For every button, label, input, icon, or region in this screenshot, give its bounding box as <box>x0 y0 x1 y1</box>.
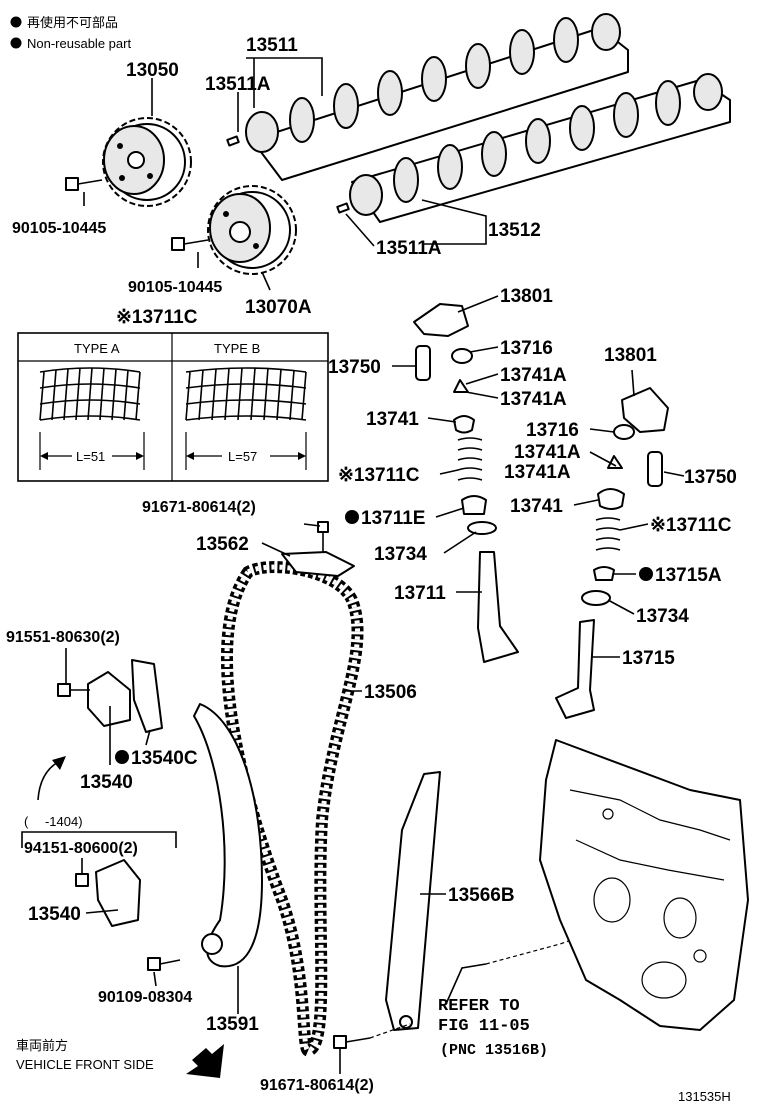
label-bracket-note: ( -1404) <box>24 814 83 829</box>
label-13070a: 13070A <box>245 297 312 318</box>
label-90105-b: 90105-10445 <box>128 279 222 296</box>
label-91671-top: 91671-80614(2) <box>142 499 256 516</box>
label-13741a-right-2: 13741A <box>504 462 571 483</box>
label-13511a-top: 13511A <box>205 74 271 95</box>
label-13540-a: 13540 <box>80 772 133 793</box>
vehicle-front-en: VEHICLE FRONT SIDE <box>16 1057 154 1072</box>
valve-train-left <box>413 303 519 663</box>
label-13562: 13562 <box>196 534 249 555</box>
label-94151: 94151-80600(2) <box>24 840 138 857</box>
legend: 再使用不可部品 Non-reusable part <box>10 15 131 51</box>
refer-line-3: (PNC 13516B) <box>440 1042 548 1059</box>
label-13741-right: 13741 <box>510 496 563 517</box>
label-13750-right: 13750 <box>684 467 737 488</box>
label-13741a-left-1: 13741A <box>500 365 567 386</box>
camshaft-pins <box>226 135 350 214</box>
label-91551: 91551-80630(2) <box>6 629 120 646</box>
bolt-90105-a-icon <box>65 177 103 191</box>
chain-tensioner-alt <box>75 859 141 927</box>
non-reusable-bullet-icon <box>115 750 129 764</box>
label-type-b: TYPE B <box>214 341 260 356</box>
spring-type-table <box>17 332 329 482</box>
label-13801-left: 13801 <box>500 286 553 307</box>
chain-vibration-damper <box>385 771 441 1031</box>
oil-pipe <box>369 929 601 1039</box>
legend-jp: 再使用不可部品 <box>27 15 118 30</box>
vehicle-front-arrow-icon <box>186 1044 224 1078</box>
label-13711: 13711 <box>394 583 446 604</box>
part-labels: 13511 13511A 13050 90105-10445 90105-104… <box>6 35 737 1104</box>
leader-lines-top <box>83 57 487 291</box>
camshaft-lower <box>349 73 731 223</box>
leader-lines-lower <box>21 523 446 1074</box>
label-13711c-right: ※13711C <box>650 515 732 536</box>
bolts-misc-icon <box>147 521 371 1049</box>
non-reusable-bullet-icon <box>10 37 22 49</box>
label-13716-left: 13716 <box>500 338 553 359</box>
label-13715a: 13715A <box>655 565 722 586</box>
leader-lines-valves <box>392 295 685 658</box>
cam-timing-gear-exhaust <box>207 185 297 275</box>
bolt-90105-b-icon <box>171 237 209 251</box>
spring-type-b-icon <box>185 367 307 470</box>
non-reusable-bullet-icon <box>639 567 653 581</box>
label-90109: 90109-08304 <box>98 989 192 1006</box>
label-13506: 13506 <box>364 682 417 703</box>
legend-en: Non-reusable part <box>27 36 131 51</box>
cam-timing-gear-intake <box>102 117 192 207</box>
label-13711c-left: ※13711C <box>338 465 420 486</box>
chain-slipper-guide <box>193 703 263 968</box>
non-reusable-bullet-icon <box>10 16 22 28</box>
label-type-a: TYPE A <box>74 341 120 356</box>
label-13511a-bottom: 13511A <box>376 238 442 259</box>
label-90105-a: 90105-10445 <box>12 220 106 237</box>
valve-train-right <box>555 387 669 719</box>
label-13512: 13512 <box>488 220 541 241</box>
label-13540-b: 13540 <box>28 904 81 925</box>
label-13591: 13591 <box>206 1014 259 1035</box>
label-len-a: L=51 <box>76 449 105 464</box>
refer-line-1: REFER TO <box>438 997 520 1016</box>
label-13511: 13511 <box>246 35 298 56</box>
label-13801-right: 13801 <box>604 345 657 366</box>
cylinder-head <box>539 739 749 1031</box>
label-13715: 13715 <box>622 648 675 669</box>
vehicle-front-jp: 車両前方 <box>16 1038 68 1053</box>
non-reusable-bullet-icon <box>345 510 359 524</box>
label-13734-right: 13734 <box>636 606 689 627</box>
label-13734-left: 13734 <box>374 544 427 565</box>
label-13750-left: 13750 <box>328 357 381 378</box>
label-len-b: L=57 <box>228 449 257 464</box>
chain-guide-13562 <box>281 551 355 577</box>
camshaft-upper <box>245 13 629 181</box>
label-13741-left: 13741 <box>366 409 419 430</box>
label-13741a-right-1: 13741A <box>514 442 581 463</box>
label-13711e: 13711E <box>361 508 425 529</box>
refer-line-2: FIG 11-05 <box>438 1017 530 1036</box>
spring-type-a-icon <box>39 367 145 470</box>
label-13566b: 13566B <box>448 885 515 906</box>
figure-id: 131535H <box>678 1089 731 1104</box>
label-13716-right: 13716 <box>526 420 579 441</box>
label-91671-bottom: 91671-80614(2) <box>260 1077 374 1094</box>
label-13741a-left-2: 13741A <box>500 389 567 410</box>
label-13540c: 13540C <box>131 748 198 769</box>
label-13711c-title: ※13711C <box>116 307 198 328</box>
chain-tensioner <box>57 659 163 733</box>
label-13050: 13050 <box>126 60 179 81</box>
